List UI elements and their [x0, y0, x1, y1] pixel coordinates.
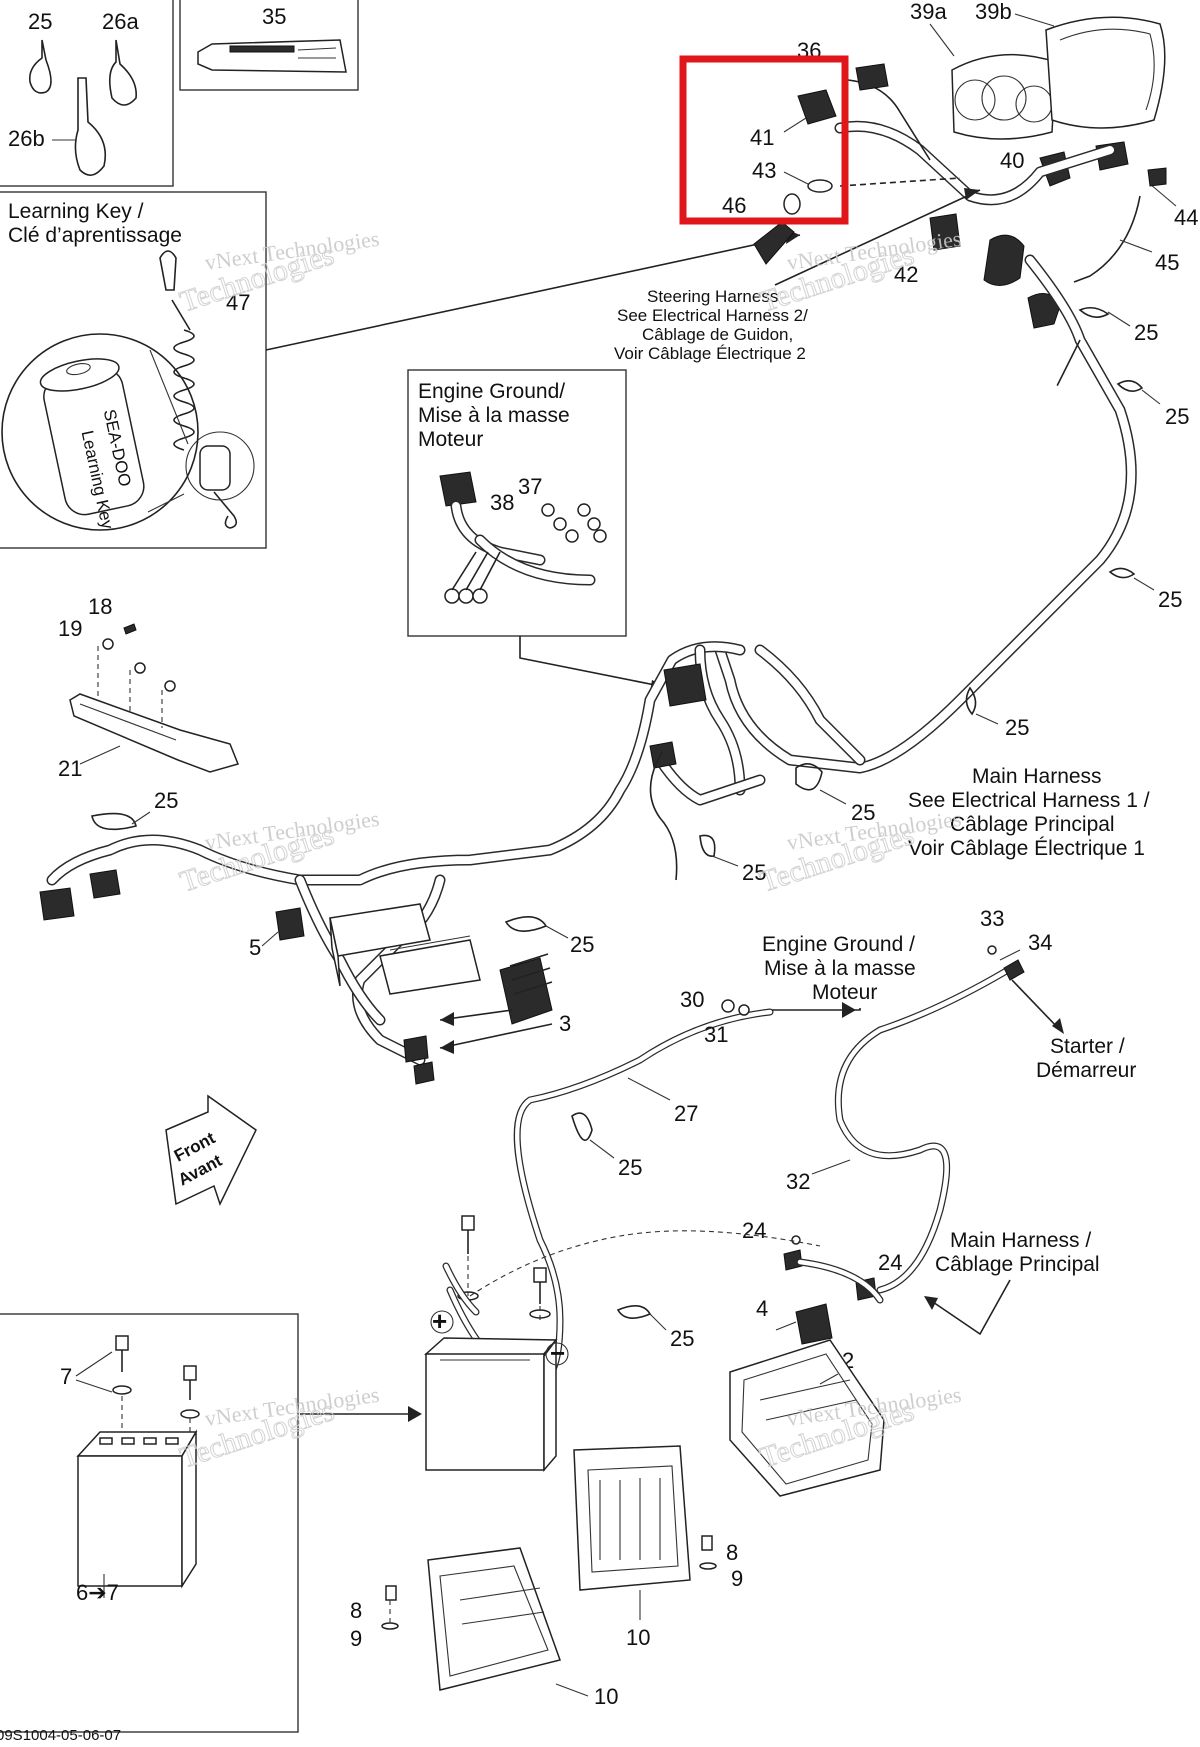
part-label-19: 19 — [58, 616, 82, 641]
figure-code: 09S1004-05-06-07 — [0, 1727, 121, 1742]
steering-harness-line1: Steering Harness — [647, 287, 778, 306]
part-label-44: 44 — [1174, 205, 1198, 230]
engine-ground-line2: Mise à la masse — [764, 957, 916, 980]
engine-ground-box-line2: Mise à la masse — [418, 404, 570, 427]
main-harness-line4: Voir Câblage Électrique 1 — [908, 837, 1145, 860]
highlight-box — [679, 55, 849, 225]
part-label-9-b: 9 — [350, 1626, 362, 1651]
part-label-25-h: 25 — [570, 932, 594, 957]
engine-ground-line1: Engine Ground / — [762, 933, 915, 956]
part-label-25-g: 25 — [154, 788, 178, 813]
part-label-41: 41 — [750, 125, 774, 150]
learning-key-pointer — [265, 234, 801, 351]
main-harness-2-line1: Main Harness / — [950, 1229, 1091, 1252]
part-label-39a: 39a — [910, 0, 947, 24]
steering-harness-line4: Voir Câblage Électrique 2 — [614, 344, 806, 363]
part-label-6-7: 6➔7 — [76, 1580, 119, 1605]
engine-ground-pointer — [519, 636, 661, 687]
main-harness-caption: Main Harness See Electrical Harness 1 / … — [908, 765, 1150, 860]
part-label-35: 35 — [262, 4, 286, 29]
part-label-31: 31 — [704, 1022, 728, 1047]
part-label-39b: 39b — [975, 0, 1012, 24]
part-label-42: 42 — [894, 262, 918, 287]
part-label-46: 46 — [722, 193, 746, 218]
ground-and-starter-cables: Engine Ground / Mise à la masse Moteur 3… — [446, 906, 1136, 1388]
dielectric-grease-box: 35 — [179, 0, 359, 91]
learning-key-caption-line2: Clé d’aprentissage — [8, 224, 182, 247]
part-label-24-b: 24 — [878, 1250, 902, 1275]
engine-ground-box-line1: Engine Ground/ — [418, 380, 565, 403]
learning-key-box: Learning Key / Clé d’aprentissage 47 SEA… — [0, 191, 267, 549]
battery-minus: − — [550, 1338, 565, 1368]
engine-ground-line3: Moteur — [812, 981, 877, 1004]
part-label-25-d: 25 — [1005, 715, 1029, 740]
part-label-26b: 26b — [8, 126, 45, 151]
battery-plus: + — [432, 1306, 447, 1336]
steering-harness-group: 36 39a 39b 40 44 45 41 43 46 — [679, 0, 1198, 329]
part-label-9-a: 9 — [731, 1566, 743, 1591]
part-label-7: 7 — [60, 1364, 72, 1389]
part-label-45: 45 — [1155, 250, 1179, 275]
part-label-40: 40 — [1000, 148, 1024, 173]
steering-harness-caption: Steering Harness See Electrical Harness … — [614, 188, 981, 363]
part-label-25-c: 25 — [1158, 587, 1182, 612]
part-label-33: 33 — [980, 906, 1004, 931]
part-label-10-b: 10 — [594, 1684, 618, 1709]
part-label-25-e: 25 — [851, 800, 875, 825]
part-label-24-a: 24 — [742, 1218, 766, 1243]
part-label-25-b: 25 — [1165, 404, 1189, 429]
part-label-5: 5 — [249, 935, 261, 960]
part-label-21: 21 — [58, 756, 82, 781]
main-harness-line2: See Electrical Harness 1 / — [908, 789, 1150, 812]
cable-ties-box: 25 26a 26b — [0, 0, 174, 187]
part-label-34: 34 — [1028, 930, 1052, 955]
part-label-25-i: 25 — [618, 1155, 642, 1180]
main-harness-center: 5 3 — [39, 641, 866, 1085]
learning-key-caption-line1: Learning Key / — [8, 200, 144, 223]
part-label-10-a: 10 — [626, 1625, 650, 1650]
part-label-38: 38 — [490, 490, 514, 515]
part-label-30: 30 — [680, 987, 704, 1012]
part-label-47: 47 — [226, 290, 250, 315]
main-harness-2-line2: Câblage Principal — [935, 1253, 1100, 1276]
starter-line2: Démarreur — [1036, 1059, 1136, 1082]
part-label-8-b: 8 — [350, 1598, 362, 1623]
cable-ties-25: 25 25 25 25 25 25 25 25 25 25 — [91, 306, 1189, 1351]
steering-harness-line2: See Electrical Harness 2/ — [617, 306, 808, 325]
part-label-25: 25 — [28, 9, 52, 34]
part-label-26a: 26a — [102, 9, 139, 34]
part-label-25-f: 25 — [742, 860, 766, 885]
part-label-43: 43 — [752, 158, 776, 183]
main-harness-line3: Câblage Principal — [950, 813, 1115, 836]
mounting-bracket: 18 19 21 — [58, 594, 240, 781]
steering-harness-line3: Câblage de Guidon, — [642, 325, 793, 344]
relay-group: 24 24 4 2 — [469, 1218, 902, 1497]
part-label-25-j: 25 — [670, 1326, 694, 1351]
front-arrow: Front Avant — [165, 1094, 257, 1206]
battery-kit-box: 7 — [0, 1313, 299, 1733]
battery-area: + − 10 10 8 9 8 9 — [350, 1215, 743, 1709]
main-harness-line1: Main Harness — [972, 765, 1102, 788]
part-label-37: 37 — [518, 474, 542, 499]
part-label-4: 4 — [756, 1296, 768, 1321]
engine-ground-box-line3: Moteur — [418, 428, 483, 451]
part-label-8-a: 8 — [726, 1540, 738, 1565]
part-label-25-a: 25 — [1134, 320, 1158, 345]
engine-ground-box: Engine Ground/ Mise à la masse Moteur 37… — [407, 369, 627, 637]
part-label-18: 18 — [88, 594, 112, 619]
part-label-3: 3 — [559, 1011, 571, 1036]
starter-line1: Starter / — [1050, 1035, 1125, 1058]
part-label-32: 32 — [786, 1169, 810, 1194]
main-harness-caption-2: Main Harness / Câblage Principal — [924, 1229, 1100, 1336]
part-label-27: 27 — [674, 1101, 698, 1126]
